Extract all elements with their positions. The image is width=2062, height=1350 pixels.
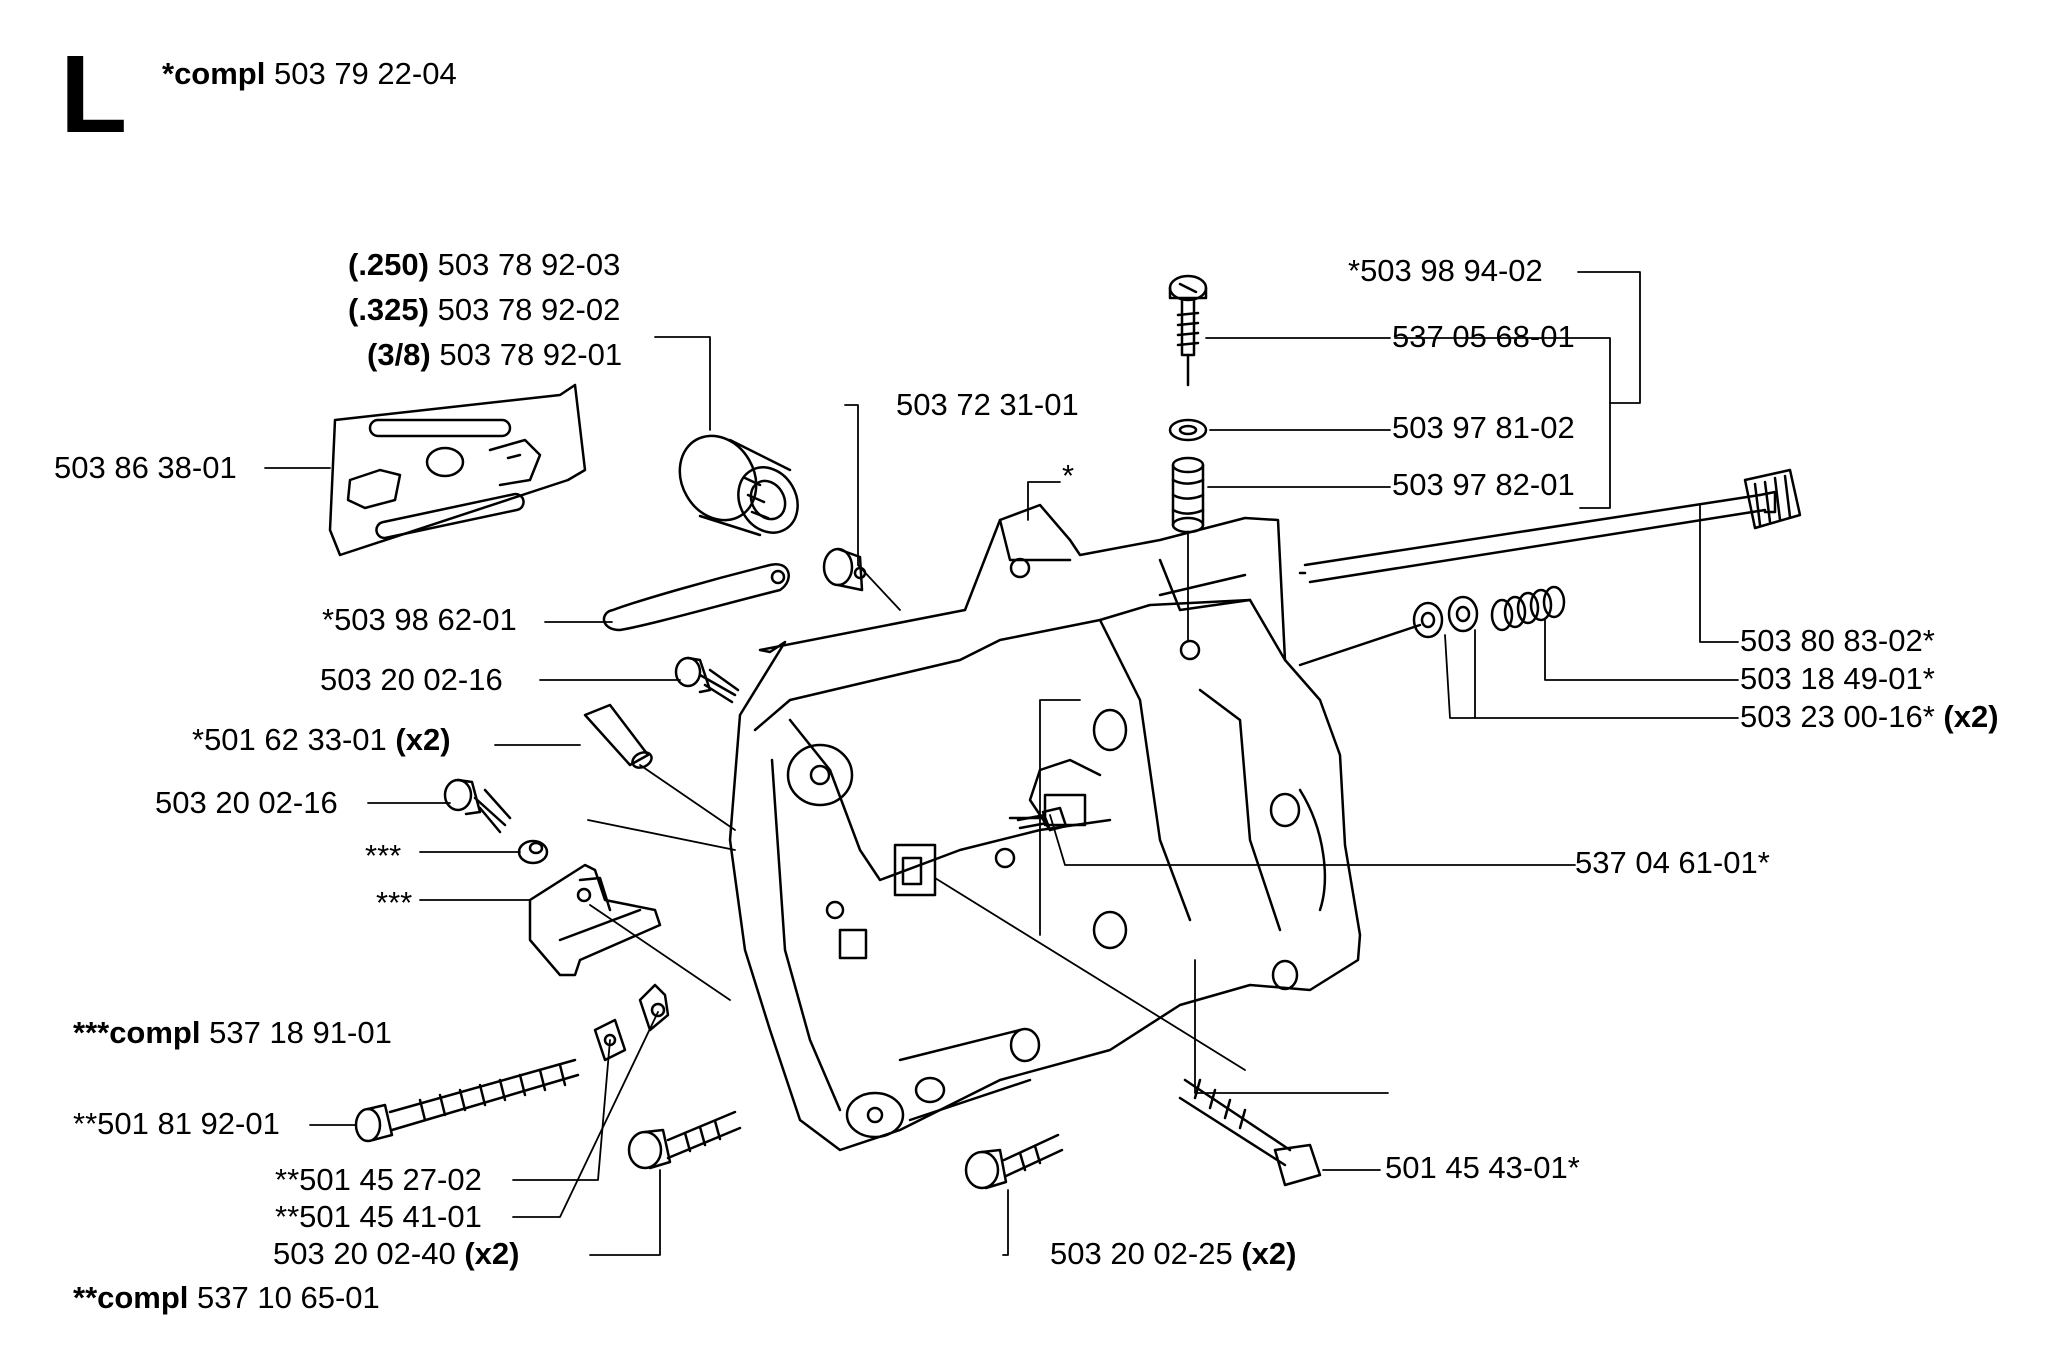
part-number: *503 98 62-01 [322, 602, 517, 637]
part-prefix: (3/8) [367, 337, 431, 372]
part-label-screw-a: 503 20 02-16 [320, 662, 503, 698]
section-compl-label: *compl 503 79 22-04 [162, 56, 457, 92]
nut-small [517, 839, 549, 865]
part-qty: (x2) [1943, 699, 1999, 734]
part-number: 537 10 65-01 [197, 1280, 380, 1315]
part-prefix: (.325) [348, 292, 429, 327]
part-label-screw-25: 503 20 02-25 (x2) [1050, 1236, 1296, 1272]
part-number: 503 97 81-02 [1392, 410, 1575, 445]
part-number: 503 78 92-03 [437, 247, 621, 282]
part-label-nut-b: **501 45 41-01 [275, 1199, 482, 1235]
part-number: 503 20 02-16 [155, 785, 338, 820]
clutch-cover-housing [728, 503, 1362, 1152]
part-qty: (x2) [1241, 1236, 1297, 1271]
tensioner-screw [354, 1058, 580, 1143]
screw-25 [964, 1133, 1064, 1190]
part-number: 503 18 49-01* [1740, 661, 1935, 696]
oil-adjust-assembly [1168, 274, 1208, 641]
strip [602, 562, 790, 632]
shaft-spring [1490, 585, 1566, 632]
part-label-tensioner: **501 81 92-01 [73, 1106, 280, 1142]
part-number: *** [376, 885, 413, 920]
part-label-star: * [1062, 458, 1074, 494]
part-label-triple-b: *** [376, 885, 412, 921]
part-number: *503 98 94-02 [1348, 253, 1543, 288]
part-label-plug: 503 72 31-01 [896, 387, 1079, 423]
oil-pump-shaft [1298, 468, 1802, 584]
shaft-washers [1412, 595, 1479, 639]
compl-prefix: *compl [162, 56, 266, 91]
part-number: 503 78 92-02 [437, 292, 621, 327]
part-number: 503 97 82-01 [1392, 467, 1575, 502]
screw-lower [443, 778, 512, 834]
part-prefix: ***compl [73, 1015, 201, 1050]
part-number: 503 20 02-25 [1050, 1236, 1233, 1271]
part-label-triple-a: *** [365, 838, 401, 874]
part-prefix: **compl [73, 1280, 189, 1315]
part-label-plate: 503 86 38-01 [54, 450, 237, 486]
part-number: 503 23 00-16* [1740, 699, 1935, 734]
chain-catcher-bracket [528, 863, 662, 977]
part-label-bar-38: (3/8) 503 78 92-01 [367, 337, 622, 373]
part-label-nut-a: **501 45 27-02 [275, 1162, 482, 1198]
tensioner-nut [593, 983, 670, 1062]
part-label-spring: 503 97 82-01 [1392, 467, 1575, 503]
part-label-bolt: 501 45 43-01* [1385, 1150, 1580, 1186]
part-number: 503 78 92-01 [439, 337, 623, 372]
part-label-oil-kit: *503 98 94-02 [1348, 253, 1543, 289]
part-number: 503 20 02-16 [320, 662, 503, 697]
screw-upper [674, 656, 740, 704]
shaft-axis-line [1298, 623, 1422, 667]
part-number: **501 81 92-01 [73, 1106, 280, 1141]
part-label-nipple: 537 04 61-01* [1575, 845, 1770, 881]
part-number: 503 86 38-01 [54, 450, 237, 485]
part-number: 537 04 61-01* [1575, 845, 1770, 880]
part-number: 537 05 68-01 [1392, 319, 1575, 354]
part-qty: (x2) [464, 1236, 520, 1271]
part-number: 503 80 83-02* [1740, 623, 1935, 658]
part-number: *** [365, 838, 402, 873]
screw-40 [627, 1110, 742, 1170]
leader-lines [264, 271, 1739, 1256]
part-label-washers: 503 23 00-16* (x2) [1740, 699, 1999, 735]
compl-number: 503 79 22-04 [273, 56, 457, 91]
part-qty: (x2) [395, 722, 451, 757]
part-number: * [1062, 458, 1075, 493]
part-label-bar-325: (.325) 503 78 92-02 [348, 292, 620, 328]
pin [583, 703, 653, 769]
part-label-adj-screw: 537 05 68-01 [1392, 319, 1575, 355]
part-label-shaft: 503 80 83-02* [1740, 623, 1935, 659]
part-number: 501 45 43-01* [1385, 1150, 1580, 1185]
part-number: 537 18 91-01 [209, 1015, 392, 1050]
part-number: 503 72 31-01 [896, 387, 1079, 422]
part-label-screw-40: 503 20 02-40 (x2) [273, 1236, 519, 1272]
section-letter: L [60, 33, 128, 156]
part-label-pin: *501 62 33-01 (x2) [192, 722, 451, 758]
part-label-compl-2: **compl 537 10 65-01 [73, 1280, 380, 1316]
part-label-compl-3: ***compl 537 18 91-01 [73, 1015, 392, 1051]
part-label-screw-b: 503 20 02-16 [155, 785, 338, 821]
part-number: **501 45 41-01 [275, 1199, 482, 1234]
part-number: *501 62 33-01 [192, 722, 387, 757]
bolt-long [1178, 1078, 1322, 1187]
part-label-strip: *503 98 62-01 [322, 602, 517, 638]
part-label-bar-250: (.250) 503 78 92-03 [348, 247, 620, 283]
bar-plate [328, 383, 587, 557]
part-number: 503 20 02-40 [273, 1236, 456, 1271]
part-prefix: (.250) [348, 247, 429, 282]
part-label-spring2: 503 18 49-01* [1740, 661, 1935, 697]
oil-pump-plug [678, 434, 799, 537]
part-number: **501 45 27-02 [275, 1162, 482, 1197]
part-label-washer: 503 97 81-02 [1392, 410, 1575, 446]
